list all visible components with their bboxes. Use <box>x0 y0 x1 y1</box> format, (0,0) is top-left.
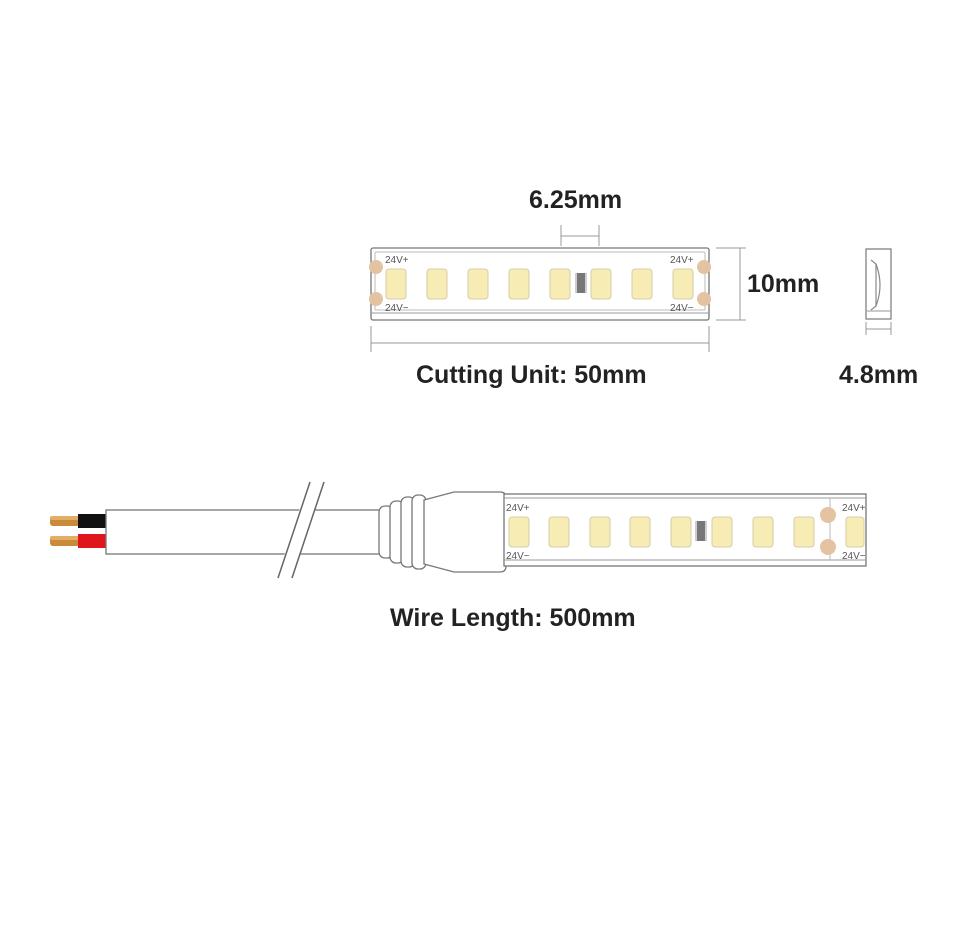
led-chip <box>793 516 815 548</box>
led-chip <box>548 516 570 548</box>
polarity-label-negative: 24V− <box>842 551 866 562</box>
led-chip <box>672 268 694 300</box>
polarity-label-negative: 24V− <box>506 551 530 562</box>
pitch-dimension <box>560 225 600 246</box>
width-dimension <box>716 247 746 321</box>
led-chip <box>590 268 612 300</box>
end-cap-connector <box>378 491 507 573</box>
led-chip <box>845 516 865 548</box>
strip-segment-bottom: 24V+ 24V− 24V+ 24V− <box>503 493 867 567</box>
led-chip <box>631 268 653 300</box>
strip-segment-top: 24V+ 24V− 24V+ 24V− <box>369 247 711 321</box>
width-label: 10mm <box>747 270 820 298</box>
polarity-label-positive: 24V+ <box>506 503 530 514</box>
solder-pad <box>820 539 836 555</box>
pitch-label: 6.25mm <box>529 186 623 214</box>
strip-cross-section <box>865 248 892 320</box>
wire-length-label: Wire Length: 500mm <box>390 604 636 632</box>
polarity-label-positive: 24V+ <box>842 503 866 514</box>
led-chip <box>508 268 530 300</box>
polarity-label-positive: 24V+ <box>385 255 409 266</box>
wire-black <box>78 514 110 528</box>
led-chip <box>385 268 407 300</box>
led-chip <box>670 516 692 548</box>
wire-red <box>78 534 110 548</box>
solder-pad <box>820 507 836 523</box>
wire-pins <box>50 516 80 546</box>
thickness-dimension <box>865 322 892 335</box>
solder-pad <box>369 260 383 274</box>
cutting-unit-dimension <box>370 326 710 352</box>
solder-pad <box>697 292 711 306</box>
polarity-label-positive: 24V+ <box>670 255 694 266</box>
led-chip <box>589 516 611 548</box>
cutting-unit-label: Cutting Unit: 50mm <box>416 361 647 389</box>
led-chip <box>508 516 530 548</box>
solder-pad <box>369 292 383 306</box>
solder-pad <box>697 260 711 274</box>
led-chip <box>467 268 489 300</box>
led-chip <box>711 516 733 548</box>
cable-break-lines <box>277 481 325 579</box>
led-chip <box>426 268 448 300</box>
led-chip <box>549 268 571 300</box>
led-chip <box>752 516 774 548</box>
polarity-label-negative: 24V− <box>385 303 409 314</box>
cable-jacket <box>105 509 389 555</box>
thickness-label: 4.8mm <box>839 361 919 389</box>
led-chip <box>629 516 651 548</box>
polarity-label-negative: 24V− <box>670 303 694 314</box>
led-chips <box>385 268 694 300</box>
